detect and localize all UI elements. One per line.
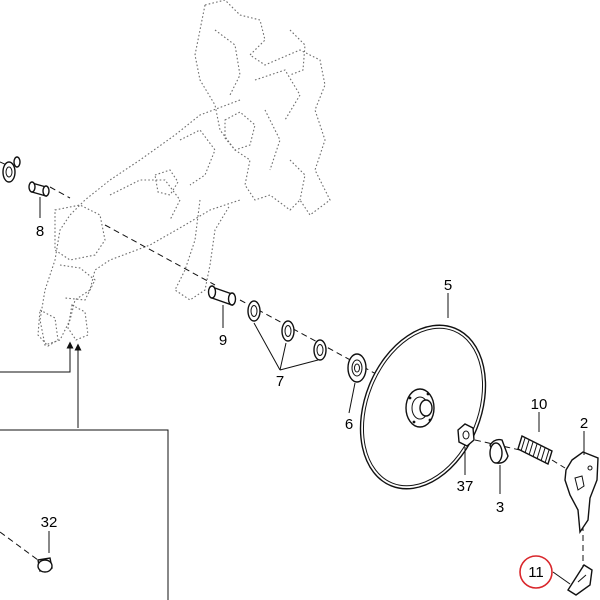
label-2: 2 (580, 415, 588, 432)
part-11-scraper-blade (567, 564, 593, 596)
label-32: 32 (41, 514, 58, 531)
label-37: 37 (457, 478, 474, 495)
frame-ghost-outline (37, 0, 331, 347)
highlight-circle (519, 555, 553, 589)
label-10: 10 (531, 396, 548, 413)
label-8: 8 (36, 223, 44, 240)
callout-labels: 8 9 7 6 5 37 3 10 2 11 32 (36, 223, 588, 581)
label-3: 3 (496, 499, 504, 516)
part-9-pin (207, 285, 237, 306)
part-7-washers (247, 300, 327, 361)
leader-lines (39, 197, 585, 585)
part-8-bolt (28, 181, 50, 197)
part-3-cap (489, 438, 509, 464)
label-5: 5 (444, 277, 452, 294)
part-37-nut (457, 423, 475, 447)
left-washer-part (2, 156, 21, 183)
part-5-disc (359, 324, 487, 490)
label-6: 6 (345, 416, 353, 433)
part-6-hub-washer (347, 353, 367, 383)
part-10-spring (517, 435, 553, 465)
inset-detail-box (0, 341, 169, 600)
label-9: 9 (219, 332, 227, 349)
label-7: 7 (276, 373, 284, 390)
part-2-scraper-bracket (564, 451, 599, 535)
label-11: 11 (528, 564, 544, 581)
part-32-bolt (37, 557, 53, 573)
